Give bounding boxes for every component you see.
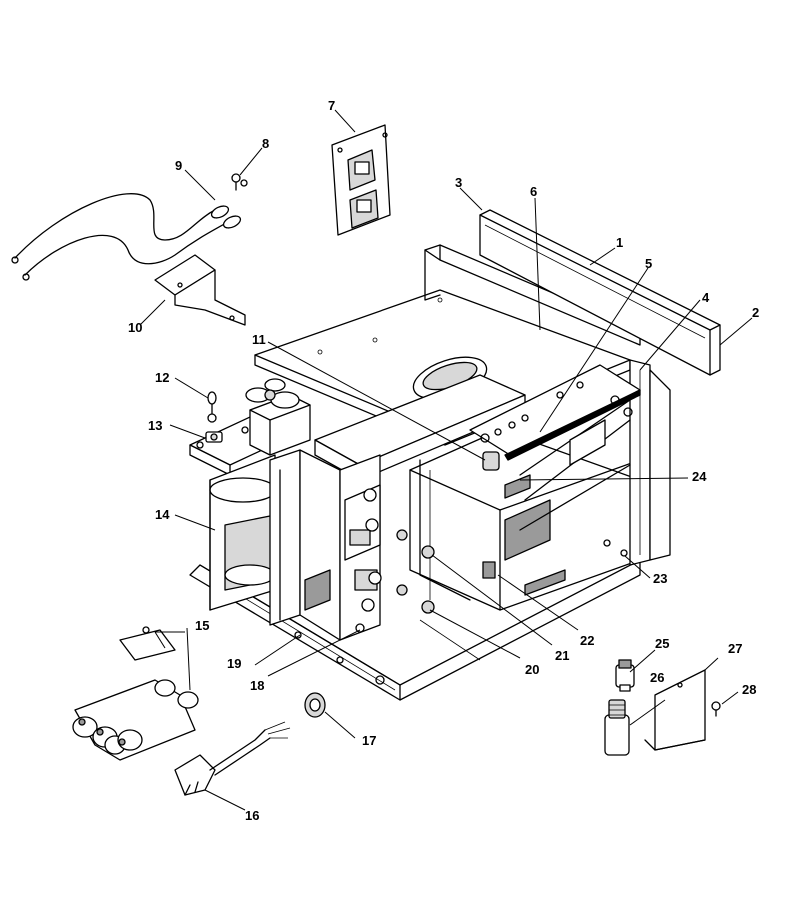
callout-23: 23 <box>653 571 667 586</box>
callout-4: 4 <box>702 290 710 305</box>
callout-5: 5 <box>645 256 652 271</box>
fuse-holder <box>482 451 531 499</box>
callout-12: 12 <box>155 370 169 385</box>
front-frame <box>519 359 671 566</box>
fuse-cap-26 <box>604 699 630 756</box>
callout-13: 13 <box>148 418 162 433</box>
callout-6: 6 <box>530 184 537 199</box>
callout-19: 19 <box>227 656 241 671</box>
callout-27: 27 <box>728 641 742 656</box>
screw-8 <box>231 173 248 191</box>
cover-plate-27 <box>644 669 706 751</box>
callout-18: 18 <box>250 678 264 693</box>
callout-16: 16 <box>245 808 259 823</box>
callout-10: 10 <box>128 320 142 335</box>
callout-2: 2 <box>752 305 759 320</box>
leader-lines <box>139 109 753 811</box>
callout-25: 25 <box>655 636 669 651</box>
hv-capacitors <box>72 626 199 761</box>
thermal-fuse <box>207 391 217 423</box>
interlock-switch-bracket <box>269 449 382 641</box>
callout-1: 1 <box>616 235 623 250</box>
callout-15: 15 <box>195 618 209 633</box>
power-cord <box>174 721 291 796</box>
callout-22: 22 <box>580 633 594 648</box>
mounting-bracket-10 <box>154 254 246 326</box>
grommet <box>304 692 326 718</box>
callout-28: 28 <box>742 682 756 697</box>
oven-cavity <box>396 429 641 614</box>
thermostat <box>205 431 223 443</box>
callout-14: 14 <box>155 507 170 522</box>
callout-26: 26 <box>650 670 664 685</box>
transformer <box>209 454 277 611</box>
fan-motor <box>245 378 311 456</box>
callout-8: 8 <box>262 136 269 151</box>
callout-20: 20 <box>525 662 539 677</box>
fuse-25 <box>615 659 635 692</box>
callout-21: 21 <box>555 648 569 663</box>
screw-28 <box>711 701 721 717</box>
callout-24: 24 <box>692 469 707 484</box>
callout-9: 9 <box>175 158 182 173</box>
vent-grill <box>504 499 566 596</box>
callout-labels: 1 2 3 4 5 6 7 8 9 10 11 12 13 14 15 16 1… <box>128 98 759 823</box>
callout-7: 7 <box>328 98 335 113</box>
callout-17: 17 <box>362 733 376 748</box>
callout-11: 11 <box>252 332 266 347</box>
relay-board <box>331 124 391 236</box>
callout-3: 3 <box>455 175 462 190</box>
wire-harness <box>11 193 242 281</box>
